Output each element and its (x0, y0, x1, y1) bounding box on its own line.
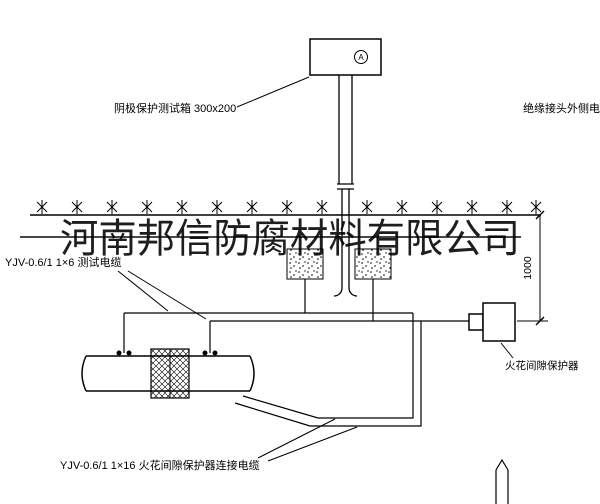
test-cable-runs (123, 279, 469, 353)
test-cable-leaders (117, 270, 207, 320)
ground-hatch-symbols (36, 200, 542, 214)
ammeter-letter: A (358, 53, 364, 62)
ammeter-icon (354, 50, 368, 64)
concrete-block-left (286, 248, 324, 280)
spark-gap-protector (468, 302, 516, 342)
protector-cable-label: YJV-0.6/1 1×16 火花间隙保护器连接电缆 (60, 458, 260, 472)
test-box-leader (236, 76, 310, 108)
concrete-block-right (354, 248, 392, 280)
dimension-label: 1000 (522, 256, 534, 280)
insulation-cable-label: 绝缘接头外侧电缆 (523, 101, 600, 115)
protector-cable-runs (234, 313, 422, 427)
insulating-joint (150, 348, 190, 399)
ground-rod-symbol (495, 458, 509, 504)
pipe-end-cap-left (81, 355, 87, 392)
dimension-line (517, 210, 548, 326)
test-cable-label: YJV-0.6/1 1×6 测试电缆 (5, 256, 121, 269)
protector-cable-leaders (257, 418, 358, 462)
weld-points (116, 350, 218, 356)
test-box (309, 38, 382, 76)
pipe-end-cap-right (249, 355, 255, 392)
conduit-riser (333, 75, 358, 297)
protector-label: 火花间隙保护器 (505, 359, 579, 372)
test-box-label: 阴极保护测试箱 300x200 (114, 101, 236, 115)
protector-leader (500, 342, 514, 359)
